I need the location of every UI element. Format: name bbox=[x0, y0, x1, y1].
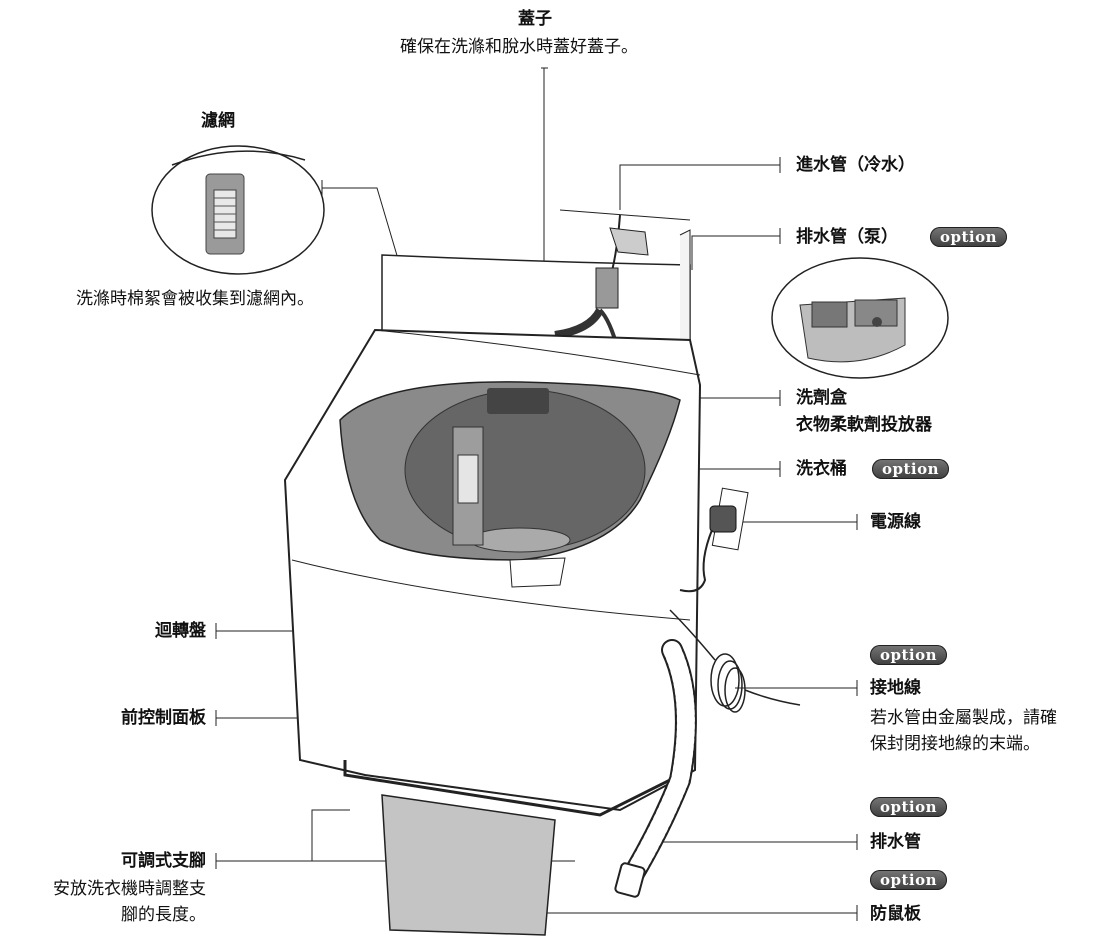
tub-label: 洗衣桶 bbox=[796, 459, 847, 479]
rat-plate-label: 防鼠板 bbox=[870, 904, 921, 924]
feet-description-line1: 安放洗衣機時調整支 bbox=[53, 879, 206, 899]
feet-description-line2: 腳的長度。 bbox=[121, 905, 206, 925]
pulsator-label: 迴轉盤 bbox=[155, 621, 206, 641]
option-badge: option bbox=[930, 227, 1008, 247]
filter-description: 洗滌時棉絮會被收集到濾網內。 bbox=[76, 289, 314, 309]
power-cord-label: 電源線 bbox=[870, 512, 921, 532]
option-badge: option bbox=[870, 797, 948, 817]
adjustable-feet-label: 可調式支腳 bbox=[121, 851, 206, 871]
detergent-box-label: 洗劑盒 bbox=[796, 388, 847, 408]
lid-description: 確保在洗滌和脫水時蓋好蓋子。 bbox=[400, 37, 638, 57]
ground-wire-description-line1: 若水管由金屬製成，請確 bbox=[870, 708, 1057, 728]
inlet-hose-label: 進水管（冷水） bbox=[796, 155, 915, 175]
ground-wire-label: 接地線 bbox=[870, 678, 921, 698]
option-badge: option bbox=[870, 645, 948, 665]
softener-dispenser-label: 衣物柔軟劑投放器 bbox=[796, 415, 932, 435]
drain-hose-label: 排水管 bbox=[870, 832, 921, 852]
lid-title: 蓋子 bbox=[518, 9, 552, 29]
drain-pump-label: 排水管（泵） bbox=[796, 227, 898, 247]
ground-wire-description-line2: 保封閉接地線的末端。 bbox=[870, 734, 1040, 754]
filter-title: 濾網 bbox=[201, 111, 235, 131]
option-badge: option bbox=[870, 870, 948, 890]
front-panel-label: 前控制面板 bbox=[121, 708, 206, 728]
option-badge: option bbox=[872, 459, 950, 479]
